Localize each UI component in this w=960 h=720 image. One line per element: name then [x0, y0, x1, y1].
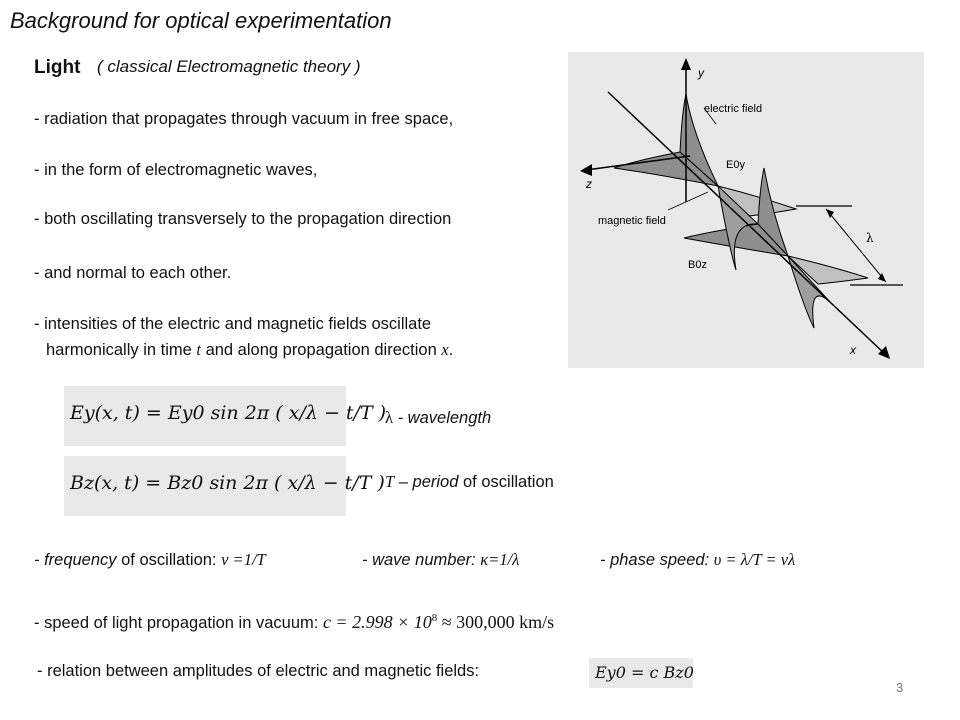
amplitude-relation-box: Ey0 = c Bz0 — [589, 658, 694, 688]
magnetic-field-label: magnetic field — [598, 215, 666, 227]
lambda-arrow-head-bottom — [878, 273, 886, 282]
leader-magnetic — [667, 191, 709, 211]
bullet-radiation: - radiation that propagates through vacu… — [34, 110, 454, 128]
z-axis — [585, 155, 691, 171]
light-heading: Light — [34, 57, 81, 78]
em-wave-diagram: y z x electric field magnetic field E0y … — [580, 58, 903, 359]
leader-electric — [703, 107, 717, 125]
bz-equation: Bz(x, t) = Bz0 sin 2π ( x/λ − t/T ) — [70, 472, 385, 494]
bz-equation-box: Bz(x, t) = Bz0 sin 2π ( x/λ − t/T ) — [64, 456, 385, 516]
x-axis — [607, 91, 887, 356]
wavelength-definition: λ - wavelength — [385, 408, 492, 427]
z-axis-label: z — [585, 177, 592, 191]
magnetic-lobe-4 — [786, 255, 869, 285]
e0y-label: E0y — [726, 159, 745, 171]
bullet-normal: - and normal to each other. — [34, 264, 232, 282]
ey-equation-box: Ey(x, t) = Ey0 sin 2π ( x/λ − t/T ) — [64, 386, 386, 446]
wave-number-line: - wave number: κ=1/λ — [362, 550, 520, 569]
magnetic-lobe-1 — [613, 151, 720, 187]
electric-lobe-2 — [717, 184, 760, 271]
ey-equation: Ey(x, t) = Ey0 sin 2π ( x/λ − t/T ) — [70, 402, 387, 424]
light-subtitle: ( classical Electromagnetic theory ) — [97, 57, 361, 76]
z-axis-arrow — [580, 164, 592, 176]
amplitude-relation-line: - relation between amplitudes of electri… — [37, 662, 480, 680]
electric-field-label: electric field — [704, 103, 762, 115]
amplitude-relation-equation: Ey0 = c Bz0 — [595, 663, 694, 682]
x-axis-arrow — [878, 346, 890, 359]
bullet-intensity-line1: - intensities of the electric and magnet… — [34, 315, 432, 333]
lambda-arrow-head-top — [826, 209, 834, 218]
magnetic-lobe-2 — [716, 185, 798, 217]
electric-lobe-3 — [757, 167, 789, 257]
lambda-arrow — [825, 208, 887, 283]
period-definition: T – period of oscillation — [385, 472, 554, 491]
phase-speed-line: - phase speed: υ = λ/T = νλ — [600, 550, 796, 569]
speed-of-light-line: - speed of light propagation in vacuum: … — [34, 612, 555, 632]
bullet-intensity-line2: harmonically in time t and along propaga… — [46, 340, 454, 359]
lambda-label: λ — [866, 231, 874, 245]
y-axis-arrow — [681, 58, 691, 70]
page-number: 3 — [896, 680, 904, 695]
slide-title: Background for optical experimentation — [10, 8, 392, 33]
y-axis-label: y — [697, 66, 705, 80]
x-axis-label: x — [849, 343, 857, 357]
em-wave-figure: y z x electric field magnetic field E0y … — [568, 52, 924, 368]
bullet-waves: - in the form of electromagnetic waves, — [34, 161, 318, 179]
b0z-label: B0z — [688, 259, 707, 271]
bullet-transverse: - both oscillating transversely to the p… — [34, 210, 452, 228]
electric-lobe-4 — [787, 255, 831, 329]
frequency-line: - frequency of oscillation: ν =1/T — [34, 550, 266, 569]
